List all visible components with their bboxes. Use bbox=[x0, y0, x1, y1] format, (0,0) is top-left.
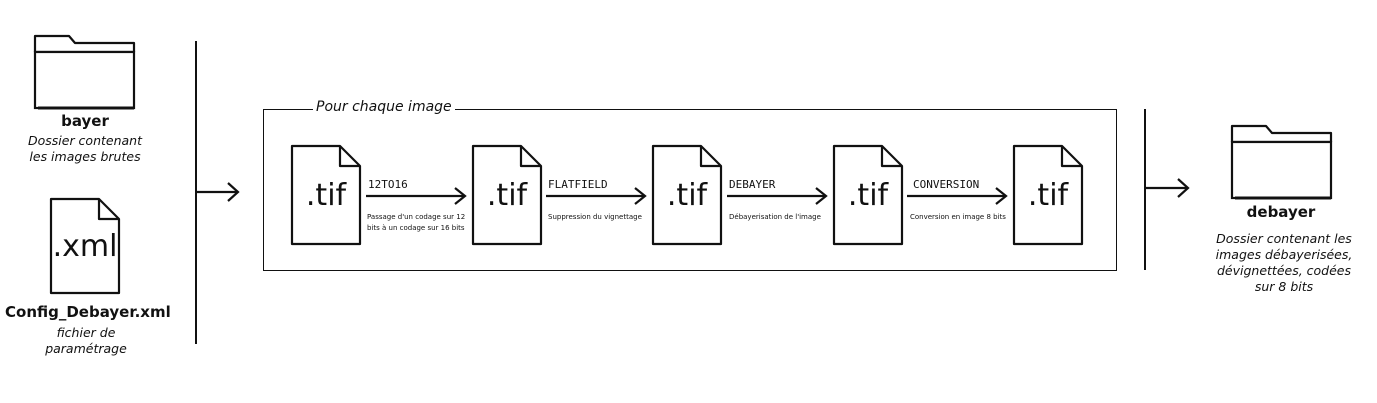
tif-file-label: .tif bbox=[666, 178, 708, 213]
tif-file-label: .tif bbox=[1027, 178, 1069, 213]
tif-file-4: .tif bbox=[832, 144, 904, 246]
file-icon bbox=[832, 144, 904, 246]
tif-file-5: .tif bbox=[1012, 144, 1084, 246]
output-bracket-line bbox=[1144, 109, 1146, 270]
step-desc-flatfield: Suppression du vignettage bbox=[548, 212, 642, 223]
input-arrow bbox=[196, 182, 240, 202]
step-arrow-flatfield bbox=[546, 187, 647, 205]
bayer-desc-line-2: les images brutes bbox=[29, 149, 141, 164]
config-file-description: fichier de paramétrage bbox=[10, 325, 162, 357]
step-arrow-conversion bbox=[907, 187, 1008, 205]
config-desc-line-2: paramétrage bbox=[45, 341, 127, 356]
debayer-desc-line-1: Dossier contenant les bbox=[1216, 231, 1352, 246]
loop-label: Pour chaque image bbox=[313, 99, 455, 115]
debayer-desc-line-2: images débayerisées, bbox=[1215, 247, 1353, 262]
file-icon bbox=[471, 144, 543, 246]
debayer-desc-line-4: sur 8 bits bbox=[1254, 279, 1314, 294]
folder-icon bbox=[33, 34, 136, 110]
xml-file-label: .xml bbox=[52, 229, 118, 264]
step-desc-12to16: Passage d'un codage sur 12 bits à un cod… bbox=[367, 212, 465, 234]
bayer-folder-description: Dossier contenant les images brutes bbox=[10, 133, 160, 165]
loop-box bbox=[263, 109, 1117, 271]
tif-file-label: .tif bbox=[847, 178, 889, 213]
tif-file-2: .tif bbox=[471, 144, 543, 246]
output-arrow bbox=[1146, 178, 1190, 198]
tif-file-1: .tif bbox=[290, 144, 362, 246]
step-name-conversion: CONVERSION bbox=[913, 178, 980, 191]
step-desc-line-1: Passage d'un codage sur 12 bbox=[367, 213, 466, 221]
debayer-folder-title: debayer bbox=[1246, 203, 1316, 221]
tif-file-label: .tif bbox=[305, 178, 347, 213]
step-arrow-12to16 bbox=[366, 187, 467, 205]
debayer-desc-line-3: dévignettées, codées bbox=[1216, 263, 1352, 278]
step-arrow-debayer bbox=[727, 187, 828, 205]
step-desc-conversion: Conversion en image 8 bits bbox=[910, 212, 1006, 223]
xml-file: .xml bbox=[49, 197, 121, 295]
tif-file-label: .tif bbox=[486, 178, 528, 213]
folder-icon bbox=[1230, 124, 1333, 200]
bayer-desc-line-1: Dossier contenant bbox=[27, 133, 142, 148]
config-desc-line-1: fichier de bbox=[56, 325, 116, 340]
step-desc-line-1: Débayerisation de l'image bbox=[729, 213, 821, 221]
file-icon bbox=[49, 197, 121, 295]
step-desc-debayer: Débayerisation de l'image bbox=[729, 212, 821, 223]
step-name-flatfield: FLATFIELD bbox=[548, 178, 608, 191]
config-file-title: Config_Debayer.xml bbox=[5, 303, 171, 321]
step-name-12to16: 12TO16 bbox=[368, 178, 408, 191]
file-icon bbox=[290, 144, 362, 246]
debayer-folder-description: Dossier contenant les images débayerisée… bbox=[1200, 231, 1368, 295]
bayer-folder-title: bayer bbox=[61, 112, 109, 130]
step-desc-line-1: Conversion en image 8 bits bbox=[910, 213, 1006, 221]
step-name-debayer: DEBAYER bbox=[729, 178, 776, 191]
file-icon bbox=[651, 144, 723, 246]
tif-file-3: .tif bbox=[651, 144, 723, 246]
file-icon bbox=[1012, 144, 1084, 246]
step-desc-line-1: Suppression du vignettage bbox=[548, 213, 642, 221]
step-desc-line-2: bits à un codage sur 16 bits bbox=[367, 224, 465, 232]
